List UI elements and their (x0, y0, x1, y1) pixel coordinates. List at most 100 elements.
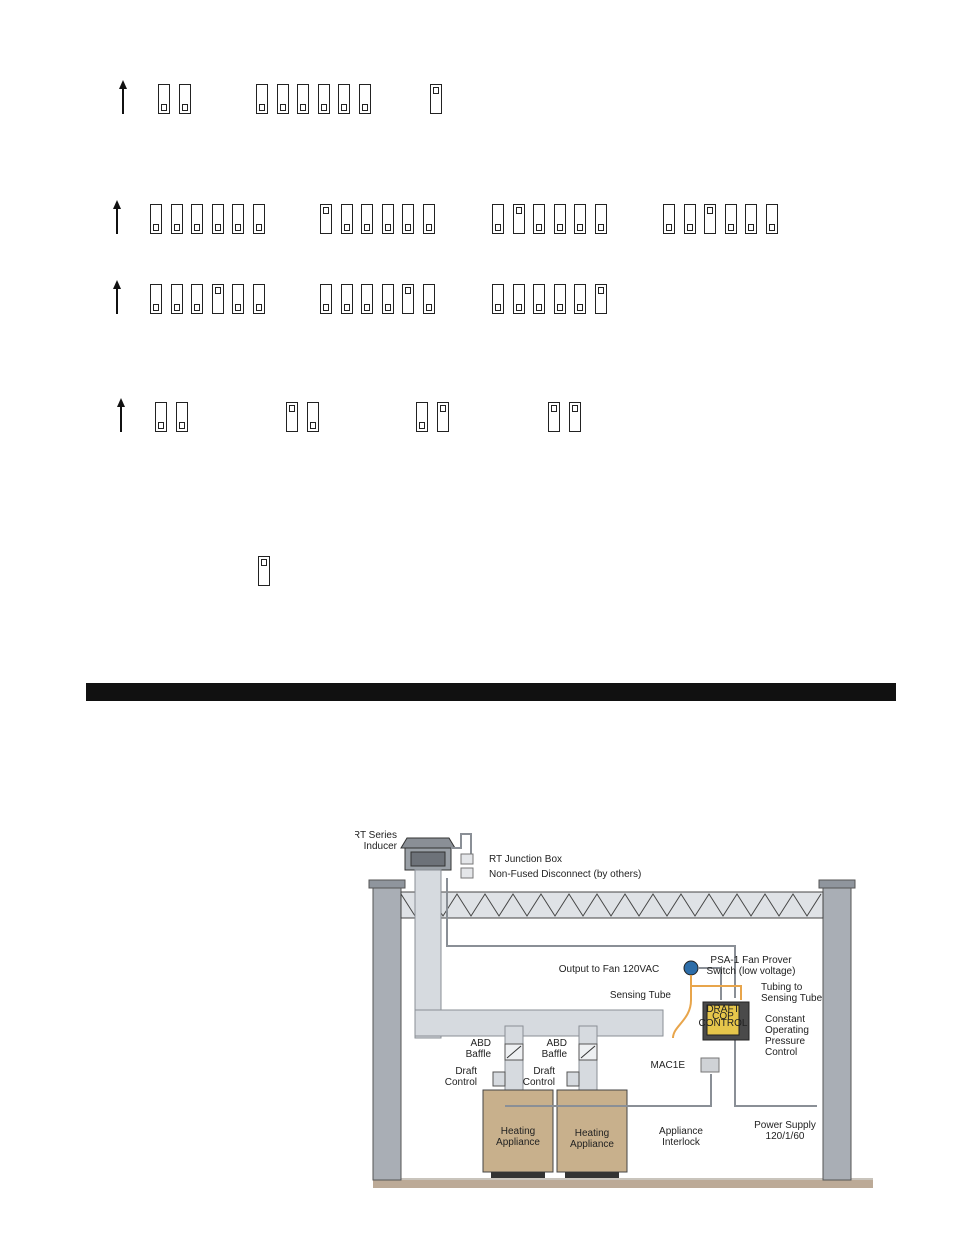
dip-switch (340, 284, 353, 314)
dip-switch (381, 284, 394, 314)
dip-switch (765, 204, 778, 234)
dip-switch (553, 204, 566, 234)
ground-soil (373, 1180, 873, 1188)
switch-knob-down (173, 304, 180, 311)
dip-switch (232, 284, 244, 314)
label-line: Sensing Tube (761, 993, 823, 1004)
dip-switch (724, 204, 737, 234)
switch-knob-down (577, 304, 583, 311)
abd-baffle-2-blade (580, 1045, 596, 1059)
dip-switch (533, 204, 545, 234)
switch-knob-down (194, 304, 200, 311)
up-arrow-icon (119, 80, 127, 114)
power-supply-wire (734, 1036, 817, 1107)
switch-knob-down (153, 304, 159, 311)
dip-switch (256, 84, 268, 114)
switch-knob-down (748, 224, 754, 231)
dip-switch (276, 84, 289, 114)
switch-knob-down (181, 104, 188, 111)
label-line: Inducer (364, 841, 398, 852)
switch-knob-down (361, 104, 368, 111)
switch-knob-down (255, 304, 262, 311)
dip-switch (512, 284, 525, 314)
label-line: Output to Fan 120VAC (559, 964, 659, 975)
switch-knob-down (364, 304, 370, 311)
switch-knob-down (364, 224, 370, 231)
dip-switch (297, 84, 309, 114)
label-line: PSA-1 Fan Prover (710, 955, 792, 966)
label-line: ABD (546, 1038, 567, 1049)
roof-truss (400, 891, 824, 919)
appliance-1-base (491, 1172, 545, 1178)
label-line: DRAFT (706, 1004, 739, 1015)
label-line: Sensing Tube (610, 990, 672, 1001)
switch-knob-down (556, 224, 563, 231)
label-line: Power Supply (754, 1120, 816, 1131)
switch-knob-down (515, 304, 522, 311)
up-arrow-icon (117, 398, 125, 432)
switch-knob-down (425, 224, 432, 231)
switch-knob-down (300, 104, 306, 111)
dip-switch (191, 284, 203, 314)
dip-switch (492, 204, 504, 234)
heating-appliance-2 (556, 1089, 628, 1173)
dip-switch (178, 84, 191, 114)
label-line: Switch (low voltage) (707, 966, 796, 977)
dip-switch (574, 284, 586, 314)
draft-control-1 (492, 1071, 506, 1087)
switch-knob-down (341, 104, 347, 111)
dip-switch (191, 204, 203, 234)
left-brick-wall (368, 879, 406, 1181)
label-line: Heating (501, 1126, 535, 1137)
draft-control-2 (566, 1071, 580, 1087)
dip-switch (594, 284, 607, 314)
switch-knob-down (419, 422, 425, 429)
dip-switch (553, 284, 566, 314)
dip-switch (574, 204, 586, 234)
switch-knob-down (161, 104, 167, 111)
dip-switch (361, 204, 373, 234)
label-line: RT Junction Box (489, 854, 562, 865)
switch-knob-down (158, 422, 164, 429)
switch-knob-down (536, 304, 542, 311)
switch-knob-down (235, 304, 241, 311)
switch-knob-down (320, 104, 327, 111)
dip-switch (422, 284, 435, 314)
switch-knob-down (768, 224, 775, 231)
label-line: MAC1E (651, 1060, 686, 1071)
switch-knob-up (551, 405, 557, 412)
appliance-2-base (565, 1172, 619, 1178)
switch-knob-down (178, 422, 185, 429)
abd-baffle-1-blade (506, 1045, 522, 1059)
label-line: Appliance (570, 1139, 614, 1150)
interlock-wire-to-mac (609, 1074, 712, 1107)
switch-knob-up (214, 287, 221, 294)
switch-knob-down (384, 224, 391, 231)
dip-switch (533, 284, 545, 314)
label-line: Control (445, 1077, 477, 1088)
dip-switch (340, 204, 353, 234)
switch-knob-down (259, 104, 265, 111)
fan-output-wire (446, 878, 736, 998)
label-line: ABD (470, 1038, 491, 1049)
switch-knob-down (343, 224, 350, 231)
dip-switch (402, 204, 414, 234)
dip-switch (358, 84, 371, 114)
switch-knob-up (707, 207, 713, 214)
switch-knob-down (666, 224, 672, 231)
dip-switch (175, 402, 188, 432)
switch-knob-up (405, 287, 411, 294)
switch-knob-down (255, 224, 262, 231)
dip-switch (211, 204, 224, 234)
switch-knob-down (405, 224, 411, 231)
dip-switch (306, 402, 319, 432)
dip-switch (492, 284, 504, 314)
dip-switch (252, 284, 265, 314)
dip-switch (170, 204, 183, 234)
label-line: Appliance (496, 1137, 540, 1148)
